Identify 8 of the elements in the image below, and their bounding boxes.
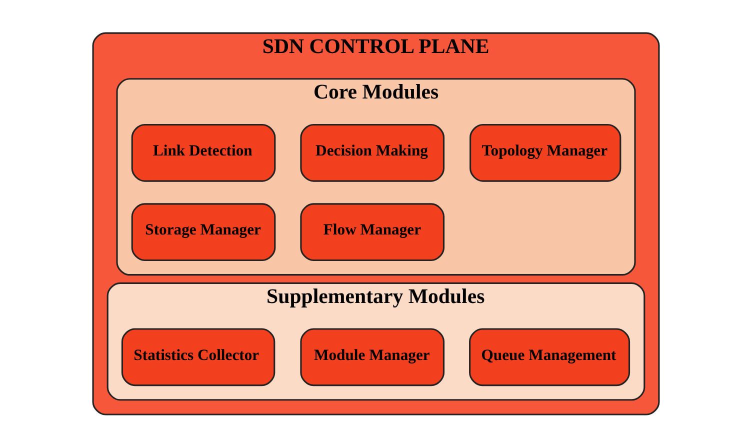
node-box: Storage Manager: [131, 202, 276, 261]
node-box: Statistics Collector: [121, 328, 276, 386]
node-box: Topology Manager: [470, 123, 622, 182]
node-box: Decision Making: [300, 123, 445, 182]
node-box: Module Manager: [300, 328, 445, 386]
node-box: Link Detection: [131, 123, 276, 182]
node-box: Flow Manager: [300, 202, 445, 261]
node-box: Queue Management: [469, 328, 630, 386]
